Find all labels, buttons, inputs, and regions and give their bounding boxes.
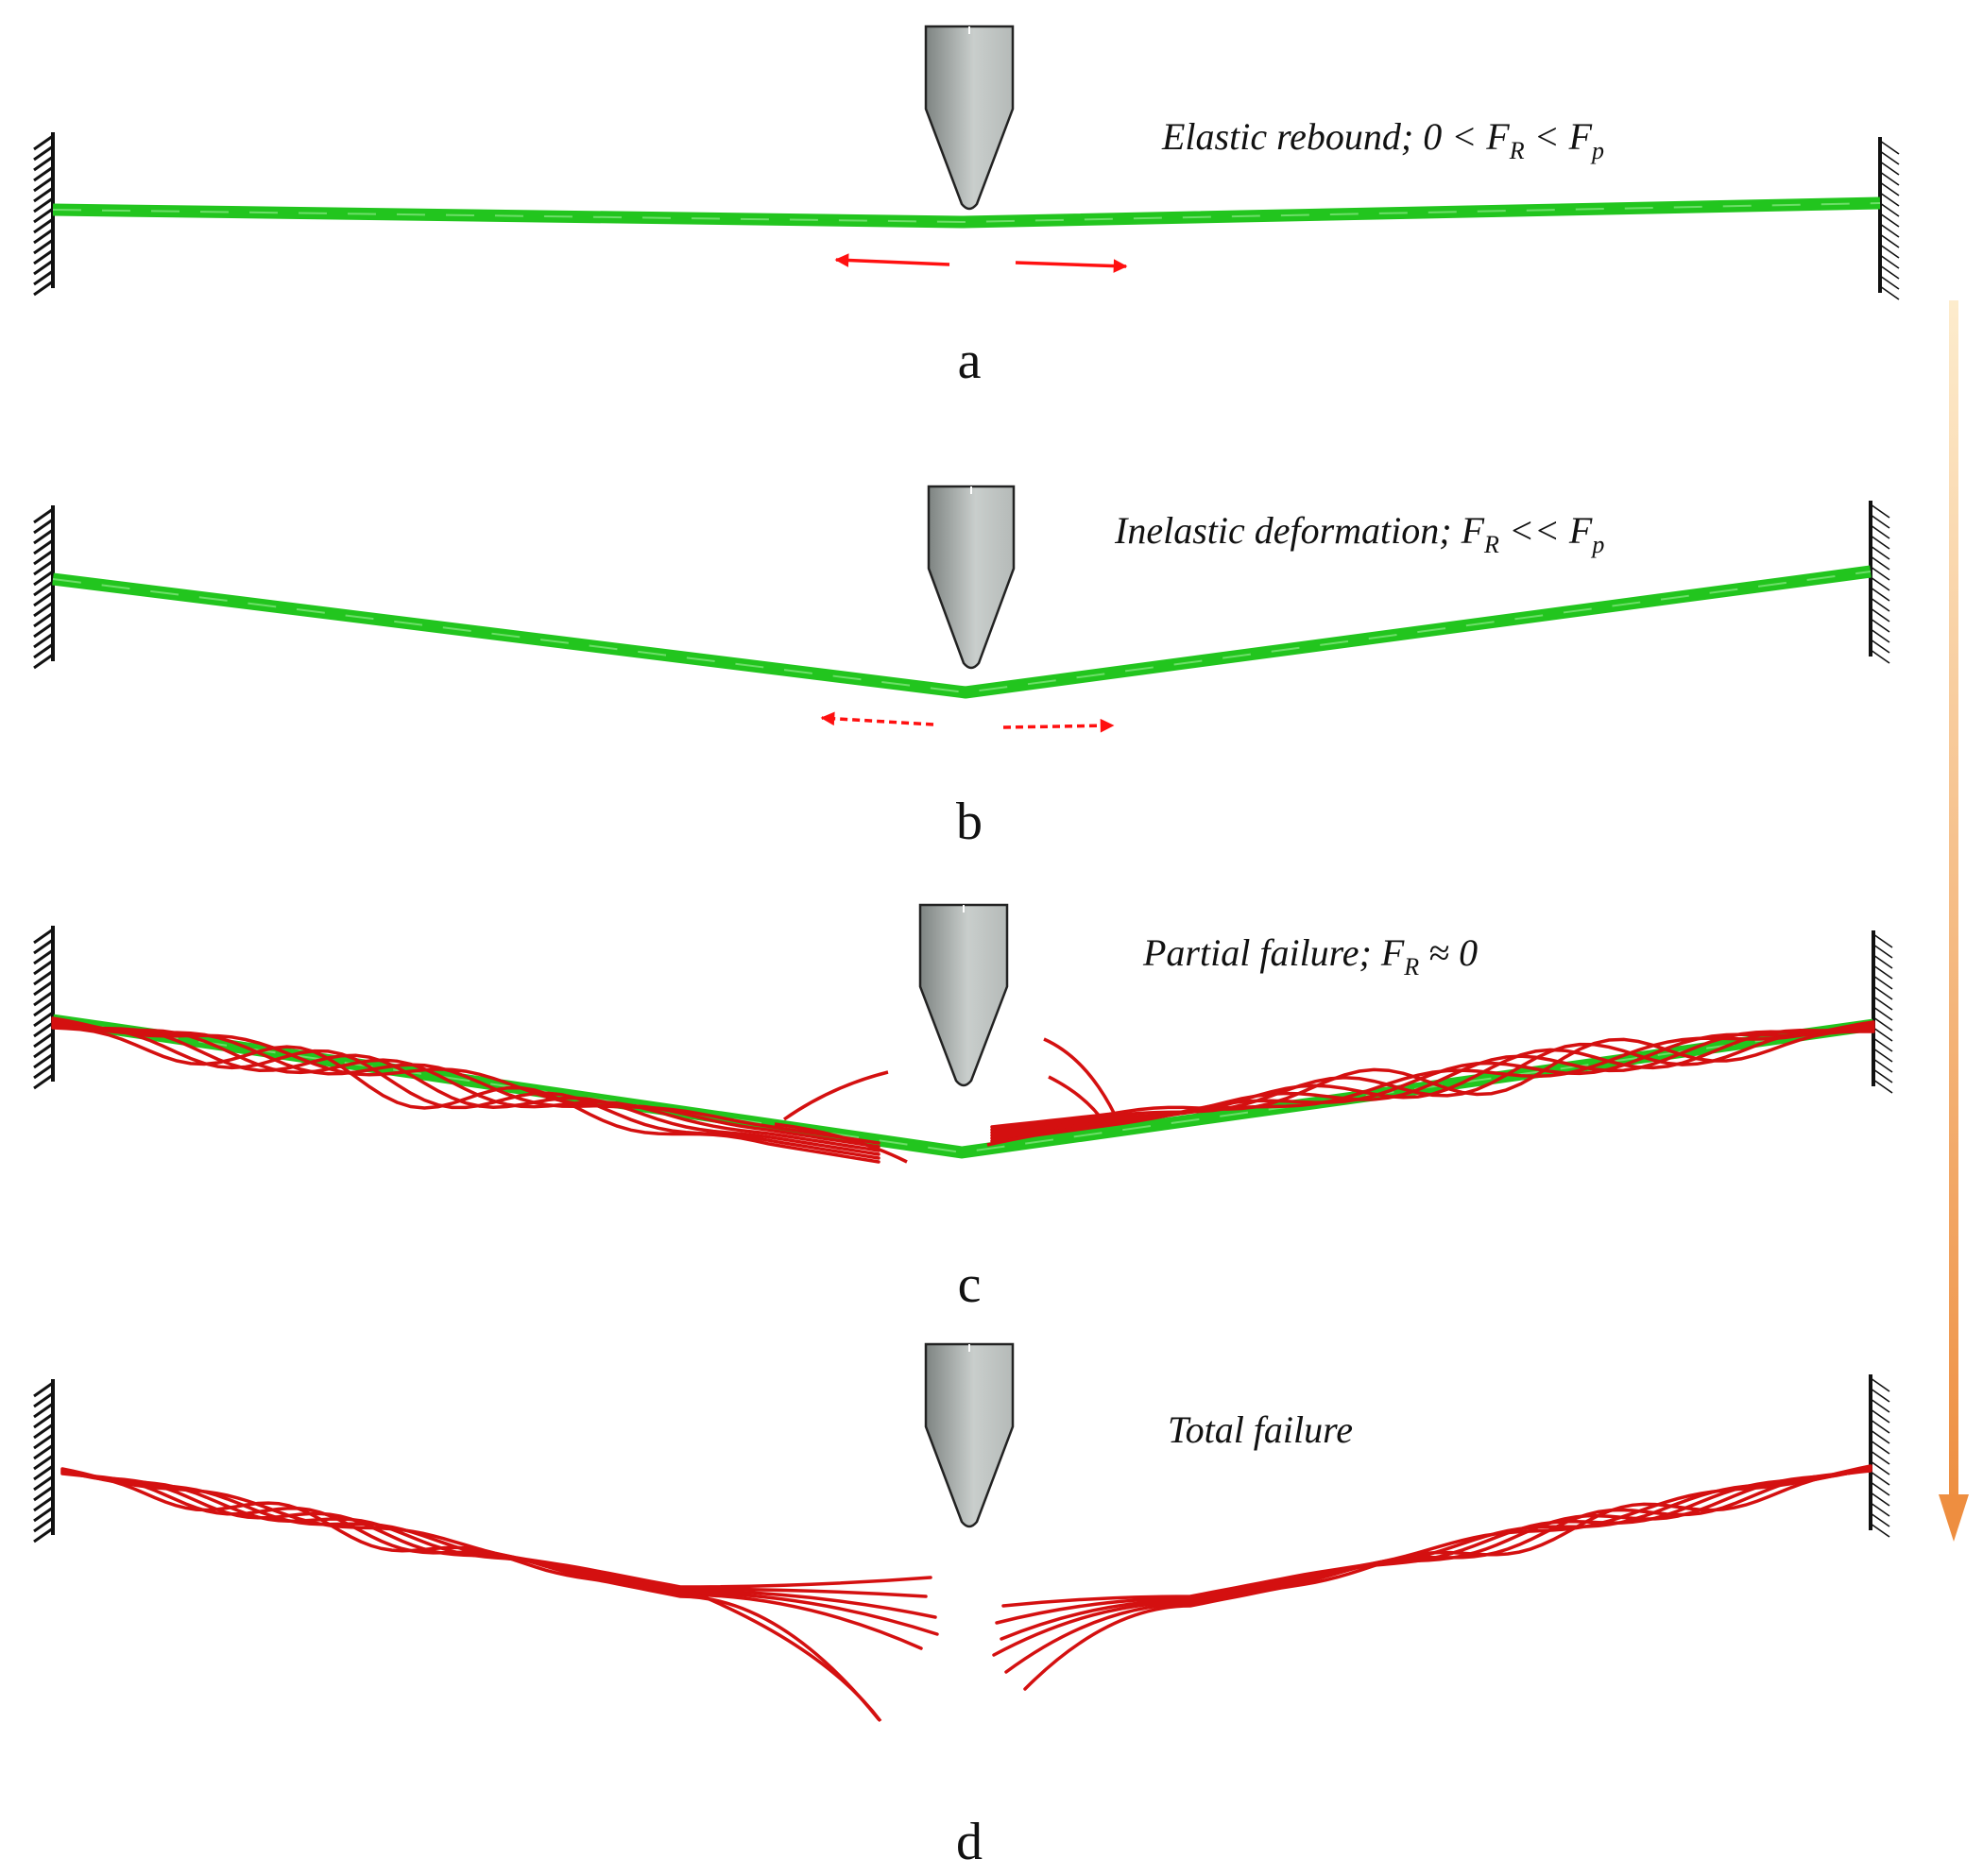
panel-b: Inelastic deformation; FR << Fp b (33, 485, 1890, 851)
failed-yarn-right (992, 1464, 1872, 1691)
fixed-clamp-icon (1872, 930, 1893, 1094)
tension-arrow-icon (1015, 259, 1128, 273)
fixed-clamp-icon (33, 926, 55, 1090)
tension-arrow-icon (1002, 718, 1115, 733)
panel-letter: b (956, 793, 983, 851)
failed-yarn-right (986, 1020, 1875, 1147)
panel-label: Inelastic deformation; FR << Fp (1114, 509, 1604, 558)
panel-label: Partial failure; FR ≈ 0 (1142, 931, 1478, 981)
fixed-clamp-icon (33, 1379, 55, 1543)
panel-a: Elastic rebound; 0 < FR < Fp a (33, 25, 1900, 390)
panel-letter: d (956, 1813, 983, 1871)
fixed-clamp-icon (1869, 1374, 1890, 1538)
panel-letter: a (958, 332, 982, 390)
panel-letter: c (958, 1255, 982, 1314)
fixed-clamp-icon (33, 132, 55, 297)
fixed-clamp-icon (1878, 137, 1900, 300)
indenter-icon (924, 1342, 1015, 1528)
tension-arrow-icon (834, 253, 950, 267)
indenter-icon (927, 485, 1016, 670)
panel-c: Partial failure; FR ≈ 0 c (33, 903, 1893, 1314)
failed-yarn-left (60, 1467, 939, 1723)
panel-label: Elastic rebound; 0 < FR < Fp (1161, 115, 1604, 164)
intact-yarn (52, 196, 1881, 229)
fixed-clamp-icon (33, 505, 55, 670)
tension-arrow-icon (820, 711, 934, 726)
failed-yarn-left (51, 1016, 908, 1164)
panel-d: Total failure d (33, 1342, 1890, 1871)
intact-yarn (52, 565, 1872, 699)
indenter-icon (924, 25, 1015, 211)
indenter-icon (918, 903, 1009, 1087)
fixed-clamp-icon (1869, 501, 1890, 664)
progression-arrow-icon (1939, 300, 1969, 1542)
panel-label: Total failure (1168, 1408, 1353, 1451)
